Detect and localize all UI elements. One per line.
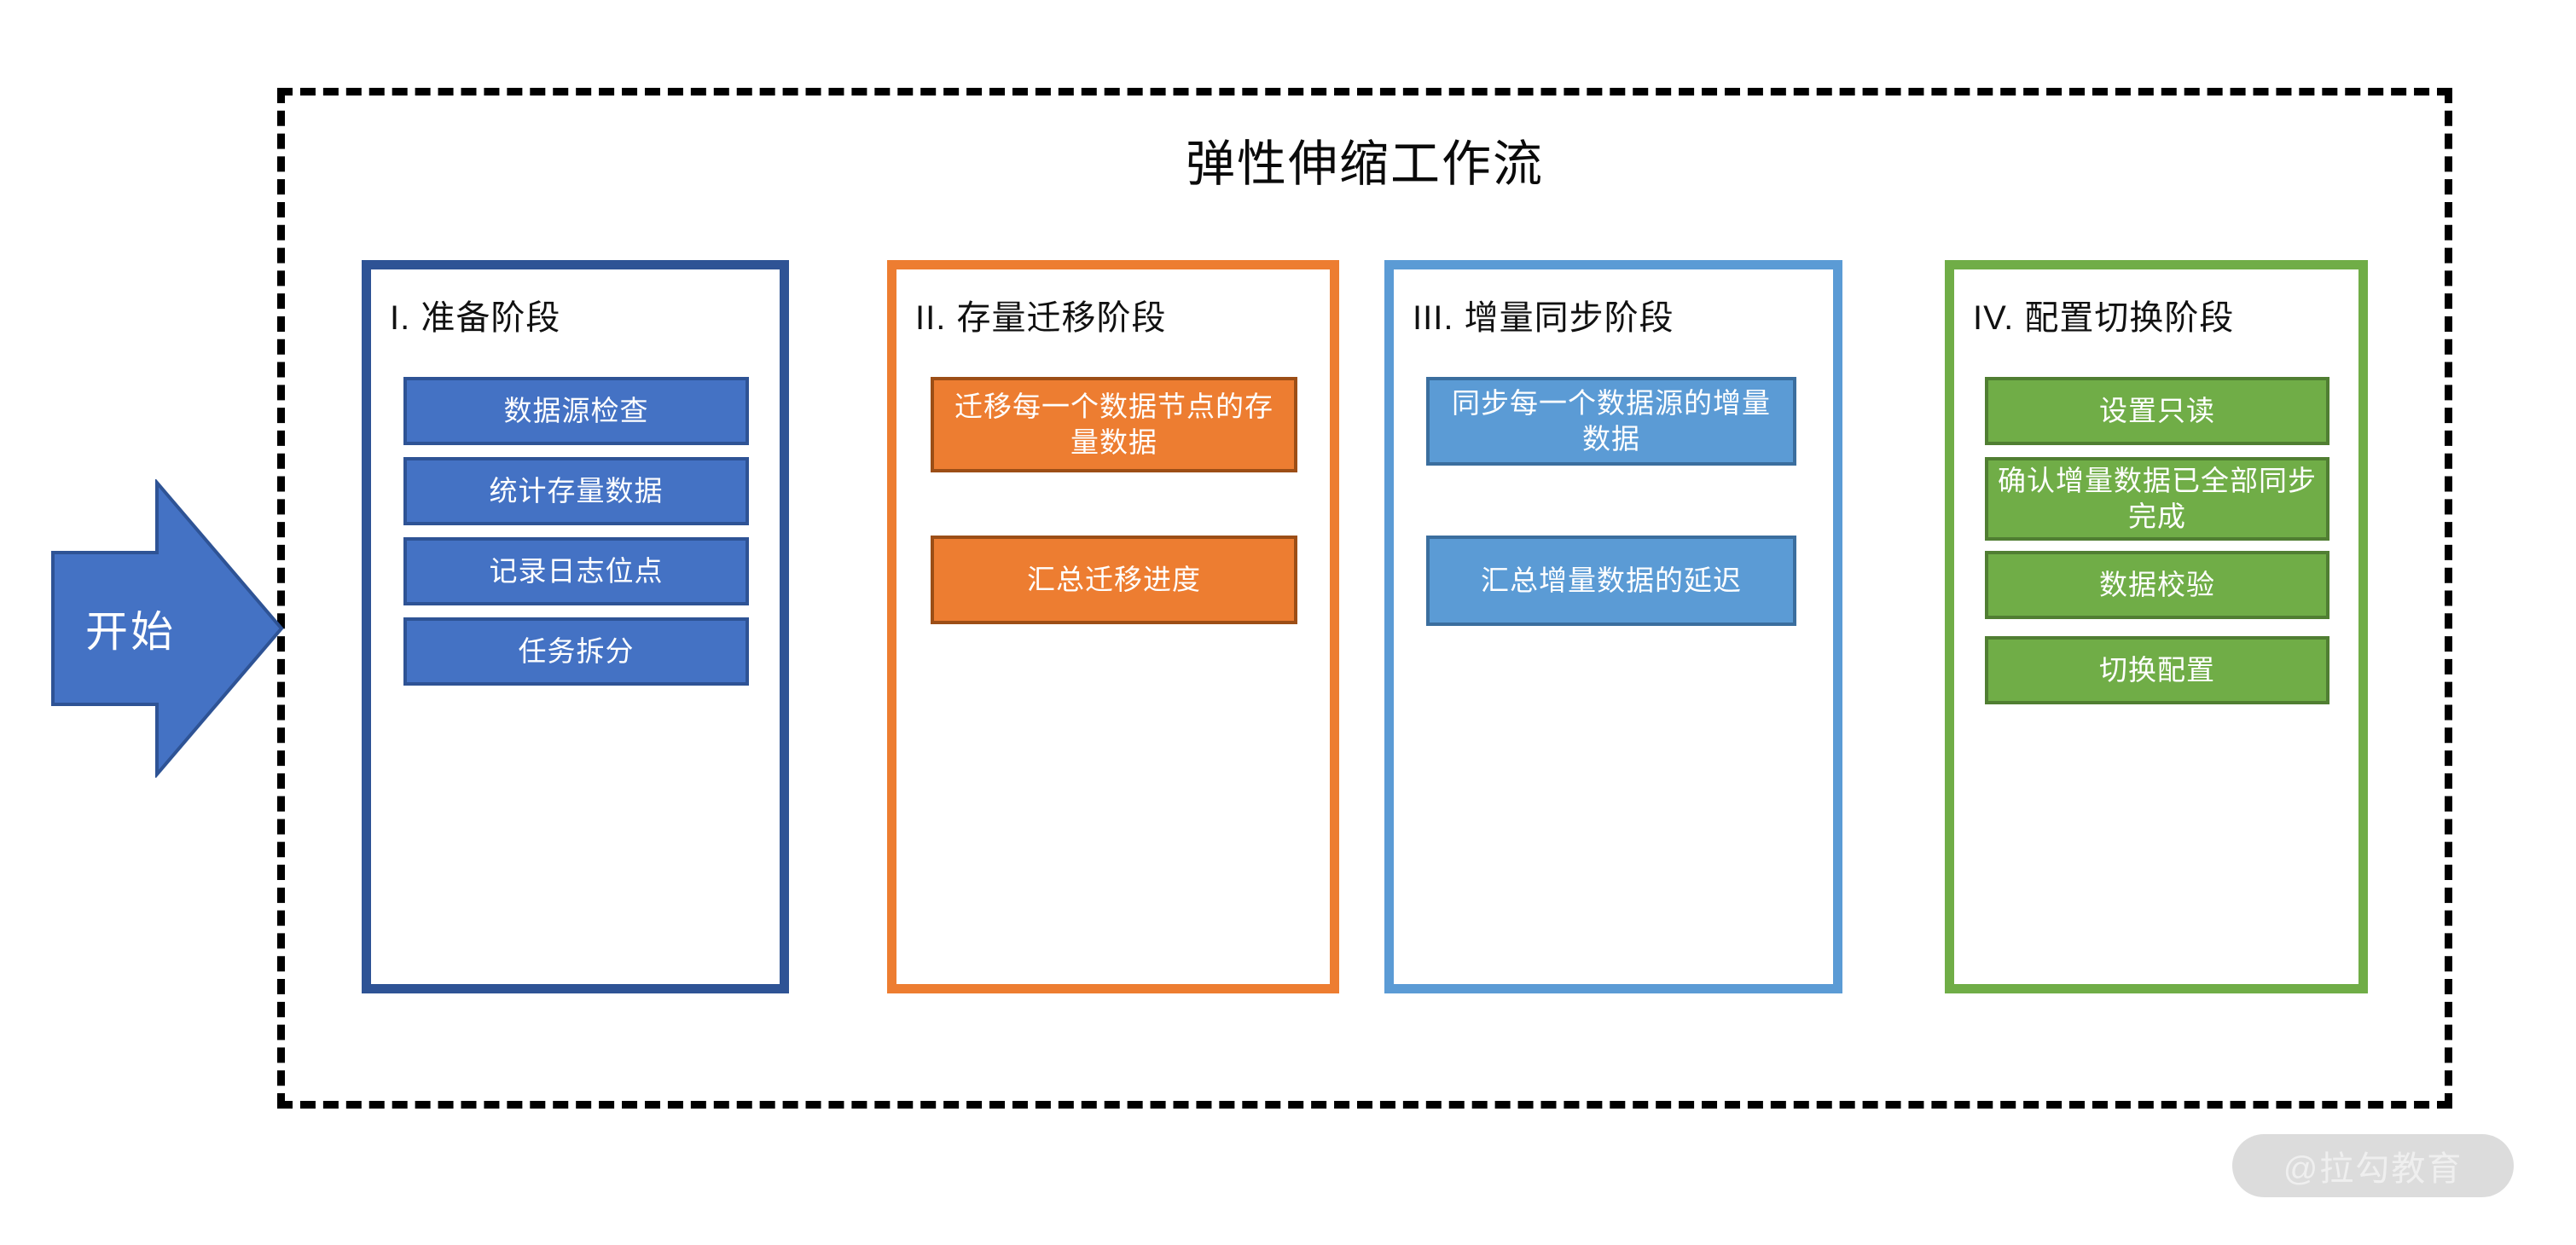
step-node[interactable]: 切换配置 xyxy=(1985,636,2329,704)
workflow-title: 弹性伸缩工作流 xyxy=(1185,136,1544,192)
step-node[interactable]: 任务拆分 xyxy=(403,617,749,686)
step-node[interactable]: 同步每一个数据源的增量数据 xyxy=(1426,377,1796,466)
start-arrow: 开始 xyxy=(32,479,285,778)
step-node[interactable]: 迁移每一个数据节点的存量数据 xyxy=(931,377,1297,472)
phase-1-steps: 数据源检查 统计存量数据 记录日志位点 任务拆分 xyxy=(371,351,780,984)
step-node[interactable]: 确认增量数据已全部同步完成 xyxy=(1985,457,2329,541)
phase-3-steps: 同步每一个数据源的增量数据 汇总增量数据的延迟 xyxy=(1394,351,1833,984)
step-node[interactable]: 数据源检查 xyxy=(403,377,749,445)
phase-column-1: I. 准备阶段 数据源检查 统计存量数据 记录日志位点 任务拆分 xyxy=(362,260,789,993)
arrow-right-icon xyxy=(51,479,284,778)
watermark: @拉勾教育 xyxy=(2232,1134,2514,1197)
watermark-label: @拉勾教育 xyxy=(2283,1150,2463,1188)
phase-4-header: IV. 配置切换阶段 xyxy=(1973,299,2235,337)
step-node[interactable]: 记录日志位点 xyxy=(403,537,749,605)
step-node[interactable]: 数据校验 xyxy=(1985,551,2329,619)
step-node[interactable]: 设置只读 xyxy=(1985,377,2329,445)
phase-column-2: II. 存量迁移阶段 迁移每一个数据节点的存量数据 汇总迁移进度 xyxy=(887,260,1339,993)
step-node[interactable]: 汇总增量数据的延迟 xyxy=(1426,536,1796,626)
phase-2-steps: 迁移每一个数据节点的存量数据 汇总迁移进度 xyxy=(896,351,1330,984)
phase-column-3: III. 增量同步阶段 同步每一个数据源的增量数据 汇总增量数据的延迟 xyxy=(1384,260,1842,993)
workflow-container-boundary xyxy=(277,88,2452,1109)
phase-2-header: II. 存量迁移阶段 xyxy=(915,299,1167,337)
phase-1-header: I. 准备阶段 xyxy=(390,299,561,337)
phase-4-steps: 设置只读 确认增量数据已全部同步完成 数据校验 切换配置 xyxy=(1954,351,2358,984)
step-node[interactable]: 统计存量数据 xyxy=(403,457,749,525)
start-arrow-label: 开始 xyxy=(85,608,176,656)
phase-3-header: III. 增量同步阶段 xyxy=(1413,299,1674,337)
phase-column-4: IV. 配置切换阶段 设置只读 确认增量数据已全部同步完成 数据校验 切换配置 xyxy=(1945,260,2368,993)
step-node[interactable]: 汇总迁移进度 xyxy=(931,536,1297,624)
